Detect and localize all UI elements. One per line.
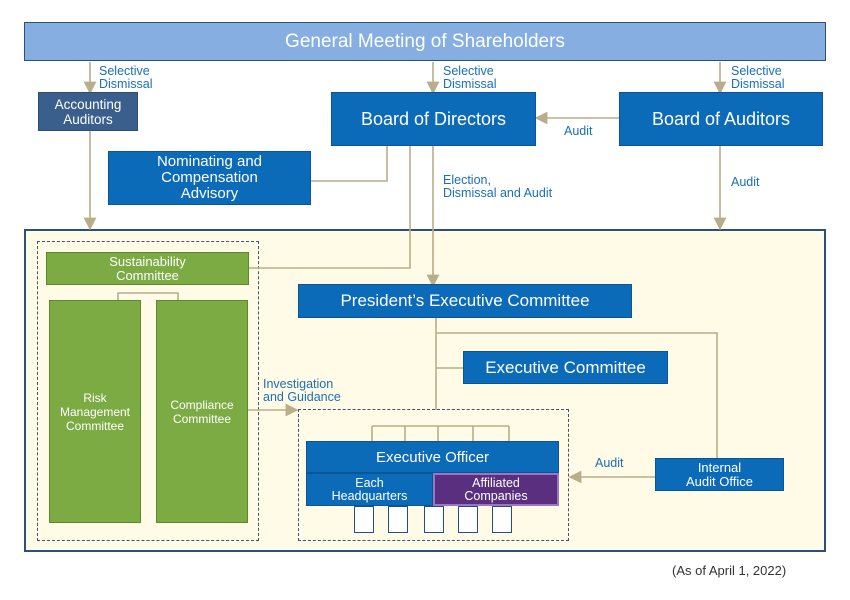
compliance-committee-box: Compliance Committee [156,300,248,523]
audit-label: Audit [595,456,624,470]
executive-committee-box: Executive Committee [463,351,668,384]
audit-label: Audit [564,124,593,138]
audit-label: Audit [731,175,760,189]
board-of-directors-box: Board of Directors [331,92,536,146]
unit-box [458,506,478,533]
selective-dismissal-label: Selective Dismissal [443,64,497,91]
unit-box [492,506,512,533]
executive-officer-box: Executive Officer [306,441,559,473]
each-headquarters-box: Each Headquarters [306,473,433,506]
internal-audit-office-box: Internal Audit Office [655,458,784,491]
sustainability-committee-box: Sustainability Committee [46,252,249,285]
unit-box [424,506,444,533]
presidents-executive-committee-box: President’s Executive Committee [298,284,632,318]
risk-management-committee-box: Risk Management Committee [49,300,141,523]
selective-dismissal-label: Selective Dismissal [731,64,785,91]
committee-group-frame [37,241,259,541]
selective-dismissal-label: Selective Dismissal [99,64,153,91]
unit-box [388,506,408,533]
board-of-auditors-box: Board of Auditors [619,92,823,146]
as-of-date-footnote: (As of April 1, 2022) [672,563,787,578]
executive-group-frame [298,409,569,541]
unit-box [354,506,374,533]
affiliated-companies-box: Affiliated Companies [433,473,559,506]
election-dismissal-audit-label: Election, Dismissal and Audit [443,173,553,200]
shareholders-meeting-box: General Meeting of Shareholders [24,22,826,61]
accounting-auditors-box: Accounting Auditors [38,92,138,131]
investigation-guidance-label: Investigation and Guidance [263,377,341,404]
nominating-advisory-box: Nominating and Compensation Advisory [108,151,311,205]
